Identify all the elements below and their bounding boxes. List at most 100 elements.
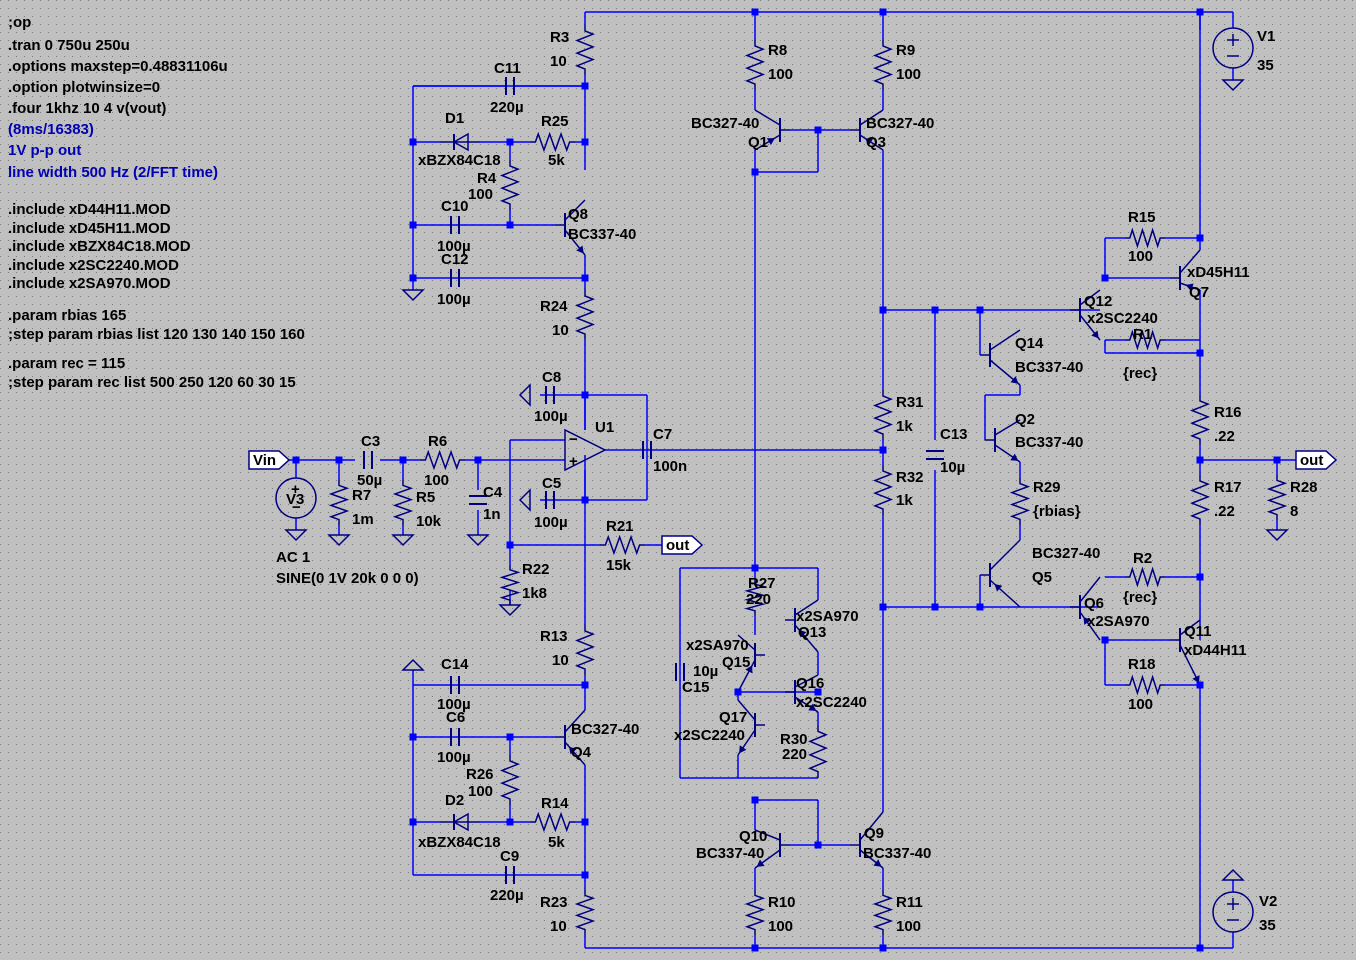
resistor-r6[interactable] bbox=[420, 449, 465, 471]
label-q4m: BC327-40 bbox=[571, 721, 639, 738]
transistor-q14[interactable] bbox=[980, 329, 1021, 386]
capacitor-c4[interactable] bbox=[469, 495, 487, 505]
resistor-r30[interactable] bbox=[808, 725, 828, 778]
transistor-q3[interactable] bbox=[850, 109, 884, 151]
label-v3: V3 bbox=[286, 491, 304, 508]
net-flag-out_main[interactable]: out bbox=[1295, 450, 1338, 470]
transistor-q7[interactable] bbox=[1170, 249, 1201, 292]
label-u1: U1 bbox=[595, 419, 614, 436]
junction bbox=[409, 818, 417, 826]
label-r31: R31 bbox=[896, 394, 924, 411]
capacitor-c14[interactable] bbox=[450, 676, 460, 694]
resistor-r10[interactable] bbox=[744, 890, 766, 935]
resistor-r3[interactable] bbox=[574, 25, 596, 75]
capacitor-c9[interactable] bbox=[505, 866, 515, 884]
resistor-r31[interactable] bbox=[872, 390, 894, 440]
resistor-r21[interactable] bbox=[600, 534, 645, 556]
transistor-q1[interactable] bbox=[754, 109, 790, 151]
resistor-r18[interactable] bbox=[1125, 674, 1165, 696]
transistor-q16[interactable] bbox=[785, 674, 819, 713]
label-r28v: 8 bbox=[1290, 503, 1298, 520]
transistor-q8[interactable] bbox=[555, 199, 586, 256]
resistor-r14[interactable] bbox=[530, 811, 575, 833]
junction bbox=[976, 306, 984, 314]
svg-text:+: + bbox=[569, 453, 578, 470]
resistor-r8[interactable] bbox=[744, 40, 766, 90]
resistor-r1[interactable] bbox=[1125, 329, 1165, 351]
resistor-r23[interactable] bbox=[574, 890, 596, 935]
resistor-r22[interactable] bbox=[499, 565, 521, 605]
capacitor-c10[interactable] bbox=[450, 216, 460, 234]
capacitor-c12[interactable] bbox=[450, 269, 460, 287]
transistor-q5[interactable] bbox=[980, 539, 1021, 608]
capacitor-c13[interactable] bbox=[926, 450, 944, 460]
resistor-r2[interactable] bbox=[1125, 566, 1165, 588]
label-r13v: 10 bbox=[552, 652, 569, 669]
junction bbox=[814, 841, 822, 849]
junction bbox=[879, 8, 887, 16]
label-c14v: 100µ bbox=[437, 696, 471, 713]
transistor-q2[interactable] bbox=[985, 419, 1021, 463]
junction bbox=[409, 274, 417, 282]
capacitor-c15[interactable] bbox=[675, 663, 685, 681]
resistor-r25[interactable] bbox=[530, 131, 575, 153]
resistor-r7[interactable] bbox=[328, 480, 350, 525]
junction bbox=[581, 681, 589, 689]
resistor-r29[interactable] bbox=[1009, 478, 1031, 525]
svg-text:−: − bbox=[292, 499, 301, 516]
resistor-r13[interactable] bbox=[574, 625, 596, 675]
junction bbox=[1101, 274, 1109, 282]
resistor-r9[interactable] bbox=[872, 40, 894, 90]
voltage-source-v2[interactable] bbox=[1212, 891, 1254, 933]
opamp-u1[interactable]: −+ bbox=[564, 428, 607, 472]
junction bbox=[1101, 636, 1109, 644]
directive-d4: .option plotwinsize=0 bbox=[8, 79, 160, 96]
resistor-r17[interactable] bbox=[1189, 475, 1211, 525]
voltage-source-v1[interactable] bbox=[1212, 27, 1254, 69]
capacitor-c3[interactable] bbox=[363, 451, 373, 469]
transistor-q6[interactable] bbox=[1070, 576, 1101, 641]
label-r13: R13 bbox=[540, 628, 568, 645]
junction bbox=[506, 221, 514, 229]
signal-source-v3[interactable]: +− bbox=[275, 477, 317, 519]
diode-d1[interactable] bbox=[440, 132, 480, 152]
label-c15: C15 bbox=[682, 679, 710, 696]
transistor-q10[interactable] bbox=[754, 829, 790, 869]
junction bbox=[751, 944, 759, 952]
capacitor-c11[interactable] bbox=[505, 77, 515, 95]
label-q15: Q15 bbox=[722, 654, 750, 671]
capacitor-c7[interactable] bbox=[642, 441, 652, 459]
capacitor-c6[interactable] bbox=[450, 728, 460, 746]
transistor-q15[interactable] bbox=[737, 634, 765, 693]
ground-symbol bbox=[391, 534, 415, 547]
resistor-r4[interactable] bbox=[499, 160, 521, 210]
capacitor-c5[interactable] bbox=[545, 491, 555, 509]
resistor-r32[interactable] bbox=[872, 465, 894, 515]
diode-d2[interactable] bbox=[440, 812, 480, 832]
net-flag-out_fb[interactable]: out bbox=[661, 535, 704, 555]
transistor-q13[interactable] bbox=[785, 599, 819, 653]
resistor-r26[interactable] bbox=[499, 755, 521, 805]
resistor-r28[interactable] bbox=[1266, 475, 1288, 520]
resistor-r27[interactable] bbox=[744, 580, 766, 615]
label-q7m: xD45H11 bbox=[1187, 264, 1250, 281]
ground-symbol bbox=[466, 534, 490, 547]
resistor-r16[interactable] bbox=[1189, 395, 1211, 445]
label-r31v: 1k bbox=[896, 418, 913, 435]
transistor-q11[interactable] bbox=[1170, 619, 1201, 686]
transistor-q17[interactable] bbox=[737, 699, 765, 756]
transistor-q12[interactable] bbox=[1070, 289, 1101, 341]
label-q2: Q2 bbox=[1015, 411, 1035, 428]
label-c14: C14 bbox=[441, 656, 469, 673]
transistor-q9[interactable] bbox=[850, 811, 884, 869]
resistor-r5[interactable] bbox=[392, 480, 414, 525]
net-flag-vin[interactable]: Vin bbox=[248, 450, 291, 470]
transistor-q4[interactable] bbox=[555, 709, 586, 766]
resistor-r15[interactable] bbox=[1125, 227, 1165, 249]
resistor-r11[interactable] bbox=[872, 890, 894, 935]
label-r24: R24 bbox=[540, 298, 568, 315]
capacitor-c8[interactable] bbox=[545, 386, 555, 404]
label-r10v: 100 bbox=[768, 918, 793, 935]
resistor-r24[interactable] bbox=[574, 290, 596, 340]
